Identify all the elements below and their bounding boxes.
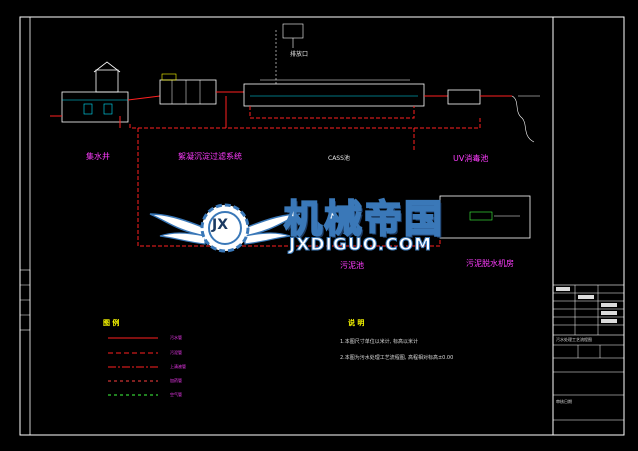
watermark-logo-letters: JX bbox=[212, 217, 229, 233]
label-cass: CASS池 bbox=[328, 155, 350, 162]
return-line bbox=[119, 96, 227, 128]
pretreatment-unit bbox=[159, 73, 244, 105]
sludge-dewatering-room bbox=[439, 195, 531, 239]
title-block-footer: 审核日期 bbox=[556, 399, 572, 404]
legend-item: 污泥管 bbox=[170, 350, 182, 355]
legend-item: 加药管 bbox=[170, 378, 182, 383]
drawing-title: 污水处理工艺流程图 bbox=[556, 337, 592, 342]
collection-well bbox=[50, 61, 161, 123]
sheet-border bbox=[19, 16, 625, 436]
legend-title: 图 例 bbox=[103, 319, 120, 327]
title-block bbox=[552, 17, 625, 435]
notes-line-1: 1.本图尺寸单位以米计, 标高以米计 bbox=[340, 339, 418, 345]
label-collection-well: 集水井 bbox=[86, 152, 110, 161]
label-sludge-dewatering: 污泥脱水机房 bbox=[466, 259, 514, 268]
watermark-sub-text: JXDIGUO.COM bbox=[288, 235, 433, 255]
label-pretreatment: 絮凝沉淀过滤系统 bbox=[178, 152, 242, 161]
sludge-piping bbox=[129, 106, 481, 247]
cass-tank bbox=[243, 23, 448, 107]
legend-item: 上清液管 bbox=[170, 364, 186, 369]
uv-channel bbox=[447, 89, 540, 143]
legend-item: 空气管 bbox=[170, 392, 182, 397]
label-sludge-tank: 污泥池 bbox=[340, 261, 364, 270]
notes-title: 说 明 bbox=[348, 319, 365, 327]
label-uv: UV消毒池 bbox=[453, 154, 489, 163]
label-outlet: 排放口 bbox=[290, 51, 309, 58]
legend-lines bbox=[108, 337, 158, 396]
watermark-main-text: 机械帝国 bbox=[283, 197, 445, 241]
legend-item: 污水管 bbox=[170, 335, 182, 340]
notes-line-2: 2.本图为污水处理工艺流程图, 高程相对标高±0.00 bbox=[340, 355, 454, 361]
